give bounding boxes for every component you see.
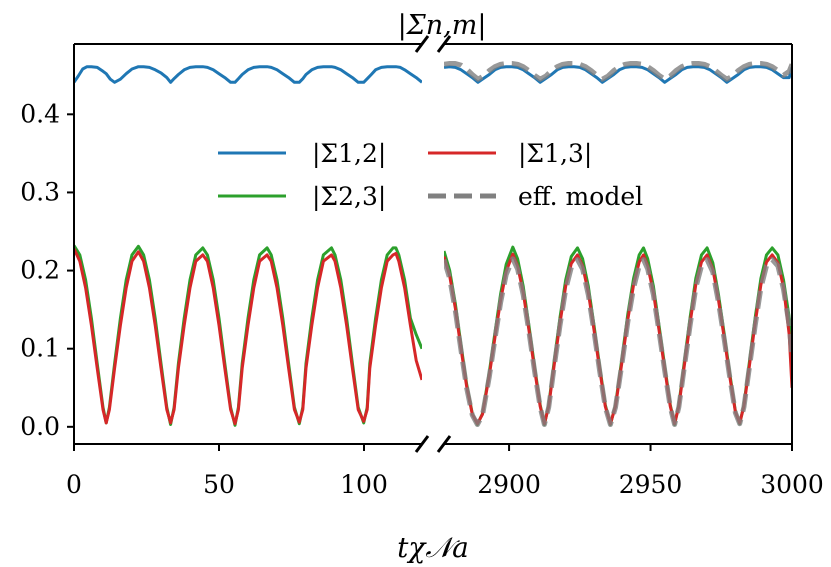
plot-area — [74, 61, 792, 427]
y-tick-label: 0.2 — [20, 256, 60, 285]
x-axis-label: tχ𝒩a — [397, 531, 469, 564]
axis-break-mark-top-left — [414, 35, 430, 53]
legend: |Σ1,2| |Σ1,3| |Σ2,3| eff. model — [218, 139, 643, 212]
chart-title: |Σn,m| — [398, 10, 487, 41]
x-tick-label: 100 — [340, 470, 388, 499]
axis-break-mark-top-right — [436, 35, 452, 53]
axes: 0.0 0.1 0.2 0.3 0.4 0 50 100 2900 2950 3000 — [20, 35, 824, 499]
x-tick-label: 2900 — [477, 470, 541, 499]
x-tick-label: 3000 — [760, 470, 824, 499]
series-line-eff-model-panel-1 — [444, 256, 792, 427]
x-tick-label: 50 — [203, 470, 235, 499]
legend-label: |Σ1,2| — [312, 139, 386, 169]
axis-break-mark-bottom-right — [436, 435, 452, 453]
series-line-eff-model-panel-1 — [444, 61, 792, 82]
series-line-12-panel-0 — [74, 65, 422, 84]
axis-break-mark-bottom-left — [414, 435, 430, 453]
legend-label: |Σ2,3| — [312, 182, 386, 212]
y-tick-label: 0.3 — [20, 177, 60, 206]
x-tick-label: 2950 — [619, 470, 683, 499]
y-tick-label: 0.0 — [20, 412, 60, 441]
y-tick-label: 0.4 — [20, 99, 60, 128]
y-tick-label: 0.1 — [20, 334, 60, 363]
series-line-13-panel-0 — [74, 248, 422, 426]
legend-label: eff. model — [518, 182, 643, 211]
legend-label: |Σ1,3| — [518, 139, 592, 169]
series-line-12-panel-1 — [444, 65, 792, 84]
x-tick-label: 0 — [66, 470, 82, 499]
